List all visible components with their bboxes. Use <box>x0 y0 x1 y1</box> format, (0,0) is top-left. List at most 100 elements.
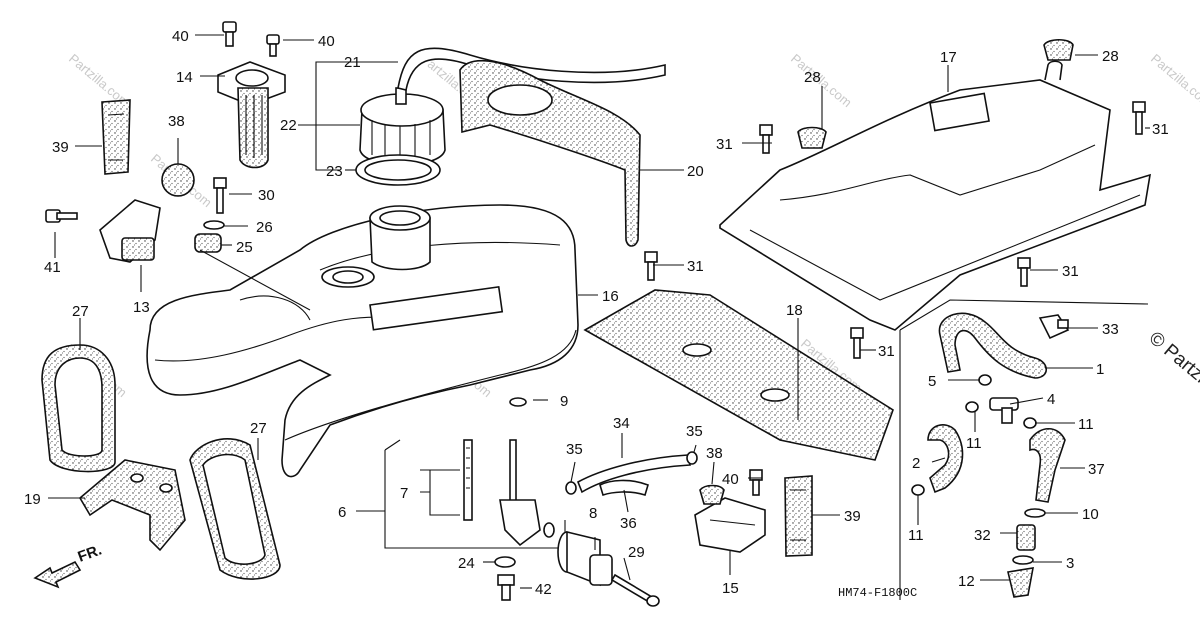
bolt-33 <box>1038 314 1070 340</box>
fuel-level-sender <box>217 61 286 169</box>
grommet-28-b <box>797 126 827 149</box>
grommet-25 <box>194 233 222 253</box>
callout-15: 15 <box>722 580 739 597</box>
callout-38: 38 <box>706 445 723 462</box>
fuel-cap <box>359 87 446 166</box>
callout-8: 8 <box>589 505 597 522</box>
callout-10: 10 <box>1082 506 1099 523</box>
callout-21: 21 <box>344 54 361 71</box>
bolt-31-d <box>1017 257 1031 287</box>
callout-33: 33 <box>1102 321 1119 338</box>
diagram-code: HM74-F1800C <box>838 586 917 600</box>
callout-23: 23 <box>326 163 343 180</box>
leader-lines <box>48 34 1150 589</box>
callout-26: 26 <box>256 219 273 236</box>
callout-31: 31 <box>716 136 733 153</box>
screw-29 <box>610 573 660 607</box>
callout-16: 16 <box>602 288 619 305</box>
callout-7: 7 <box>400 485 408 502</box>
fuel-hose-34 <box>576 454 691 494</box>
callout-29: 29 <box>628 544 645 561</box>
callout-28: 28 <box>1102 48 1119 65</box>
rubber-cushion <box>161 163 195 197</box>
callout-38: 38 <box>168 113 185 130</box>
callout-25: 25 <box>236 239 253 256</box>
callout-5: 5 <box>928 373 936 390</box>
bolt-40-a <box>222 21 237 47</box>
callout-2: 2 <box>912 455 920 472</box>
callout-numbers: 40 40 14 39 38 30 26 25 41 13 21 22 23 2… <box>24 28 1169 598</box>
bolt-31-e <box>850 327 864 359</box>
filter-32 <box>1016 524 1036 551</box>
breather-tube <box>397 47 666 91</box>
callout-35: 35 <box>566 441 583 458</box>
fuel-valve-group <box>384 439 566 549</box>
fuel-hose-36 <box>599 479 649 497</box>
mount-bracket <box>78 459 186 552</box>
callout-11: 11 <box>1078 416 1094 433</box>
hose-2 <box>927 424 964 494</box>
callout-40: 40 <box>172 28 189 45</box>
callout-22: 22 <box>280 117 297 134</box>
callout-30: 30 <box>258 187 275 204</box>
callout-14: 14 <box>176 69 193 86</box>
bolt-40-b <box>266 34 280 57</box>
bolt-41 <box>45 209 78 223</box>
callout-36: 36 <box>620 515 637 532</box>
knob-38 <box>699 484 725 505</box>
rubber-strap-left <box>101 99 131 175</box>
bolt-31-b <box>1132 101 1146 135</box>
bolt-31-c <box>644 251 658 281</box>
callout-12: 12 <box>958 573 975 590</box>
callout-1: 1 <box>1096 361 1104 378</box>
valve-knob <box>557 530 613 587</box>
washer-24 <box>494 556 516 568</box>
callout-41: 41 <box>44 259 61 276</box>
cap-seal <box>355 154 441 186</box>
callout-11: 11 <box>908 527 924 544</box>
air-box-cover <box>719 60 1152 331</box>
bolt-40-c <box>749 469 763 496</box>
callout-31: 31 <box>687 258 704 275</box>
grommet-28-a <box>1043 38 1074 61</box>
watermark-text: Partzilla.com <box>1148 51 1200 110</box>
callout-11: 11 <box>966 435 982 452</box>
joint-4 <box>989 397 1019 424</box>
callout-31: 31 <box>1152 121 1169 138</box>
callout-19: 19 <box>24 491 41 508</box>
callout-32: 32 <box>974 527 991 544</box>
callout-39: 39 <box>844 508 861 525</box>
hose-clip-35b <box>686 451 698 465</box>
bolt-42 <box>497 574 515 601</box>
front-direction-arrow: FR. <box>33 542 105 589</box>
callout-35: 35 <box>686 423 703 440</box>
hose-clip-35a <box>565 481 577 495</box>
heat-shield <box>583 289 894 461</box>
callout-18: 18 <box>786 302 803 319</box>
hose-1 <box>938 312 1048 379</box>
callout-24: 24 <box>458 555 475 572</box>
callout-40: 40 <box>318 33 335 50</box>
callout-39: 39 <box>52 139 69 156</box>
callout-40: 40 <box>722 471 739 488</box>
watermark-text: Partzilla.com <box>788 51 855 110</box>
front-label: FR. <box>76 542 105 566</box>
screw-30 <box>213 177 227 214</box>
callout-17: 17 <box>940 49 957 66</box>
callout-31: 31 <box>1062 263 1079 280</box>
drain-cap-12 <box>1007 567 1034 598</box>
filter-bracket <box>694 497 766 553</box>
hose-37 <box>1029 427 1066 503</box>
copyright-watermark: © Partzilla.com <box>1145 328 1200 426</box>
callout-37: 37 <box>1088 461 1105 478</box>
callout-42: 42 <box>535 581 552 598</box>
callout-31: 31 <box>878 343 895 360</box>
callout-4: 4 <box>1047 391 1055 408</box>
callout-3: 3 <box>1066 555 1074 572</box>
callout-27: 27 <box>250 420 267 437</box>
bolt-31-a <box>759 124 773 154</box>
callout-27: 27 <box>72 303 89 320</box>
callout-28: 28 <box>804 69 821 86</box>
callout-9: 9 <box>560 393 568 410</box>
